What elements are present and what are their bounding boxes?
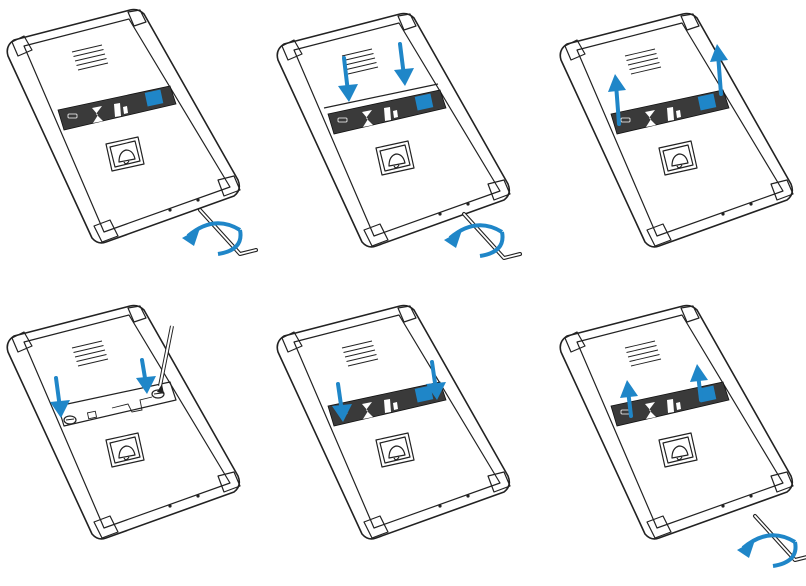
bottom-hole <box>466 494 469 497</box>
hex-key-icon <box>200 210 256 254</box>
device-illustration <box>2 300 262 580</box>
rotation-icon <box>182 223 241 254</box>
bottom-hole <box>196 494 199 497</box>
bottom-hole <box>438 212 441 215</box>
step-2 <box>272 8 532 288</box>
device-illustration <box>272 8 532 288</box>
device-housing <box>277 14 509 247</box>
device-illustration <box>555 8 806 288</box>
step-1 <box>2 4 262 284</box>
rotation-icon <box>444 225 503 256</box>
step-3 <box>555 8 806 288</box>
device-housing <box>277 306 509 539</box>
step-4 <box>2 300 262 580</box>
device-illustration <box>555 300 806 580</box>
bottom-hole <box>168 504 171 507</box>
bottom-hole <box>749 202 752 205</box>
bottom-hole <box>721 212 724 215</box>
bottom-hole <box>196 198 199 201</box>
bottom-hole <box>721 504 724 507</box>
step-6 <box>555 300 806 580</box>
device-illustration <box>272 300 532 580</box>
device-housing <box>7 10 239 243</box>
device-illustration <box>2 4 262 284</box>
device-housing <box>560 306 792 539</box>
bottom-hole <box>749 494 752 497</box>
bottom-hole <box>168 208 171 211</box>
device-housing <box>560 14 792 247</box>
bottom-hole <box>466 202 469 205</box>
bottom-hole <box>438 504 441 507</box>
device-housing <box>7 306 239 539</box>
step-5 <box>272 300 532 580</box>
